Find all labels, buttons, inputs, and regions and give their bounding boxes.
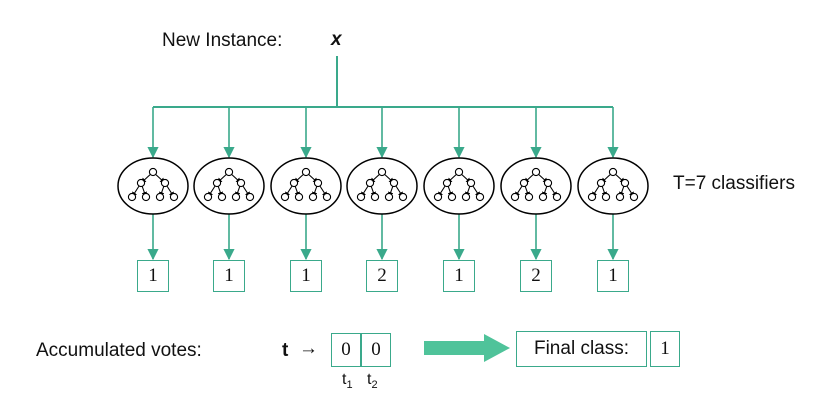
new-instance-label: New Instance: [162,30,283,51]
decision-tree-icon [117,157,189,215]
decision-tree-icon [346,157,418,215]
t-label: t [282,340,289,361]
instance-variable: x [331,29,342,50]
tally-cell-1: 0 [331,333,361,367]
classifier-group [117,157,649,215]
decision-tree-icon [500,157,572,215]
final-class-label: Final class: [533,338,630,359]
accumulated-votes-label: Accumulated votes: [36,340,202,361]
decision-tree-icon [193,157,265,215]
t-arrow: → [299,338,318,359]
vote-box-2: 1 [213,260,245,292]
tally-cell-2: 0 [361,333,391,367]
connector-lines [147,56,619,261]
decision-tree-icon [577,157,649,215]
final-class-box: Final class: [516,331,647,367]
vote-box-1: 1 [137,260,169,292]
vote-box-6: 2 [520,260,552,292]
decision-tree-icon [423,157,495,215]
tally-subscript-2: t2 [367,371,378,392]
vote-box-4: 2 [366,260,398,292]
vote-box-7: 1 [597,260,629,292]
vote-box-5: 1 [443,260,475,292]
right-arrow-icon [424,334,510,362]
final-class-value: 1 [650,331,680,367]
classifier-count-label: T=7 classifiers [673,173,795,194]
tally-subscript-1: t1 [342,371,353,392]
decision-tree-icon [270,157,342,215]
vote-box-3: 1 [290,260,322,292]
